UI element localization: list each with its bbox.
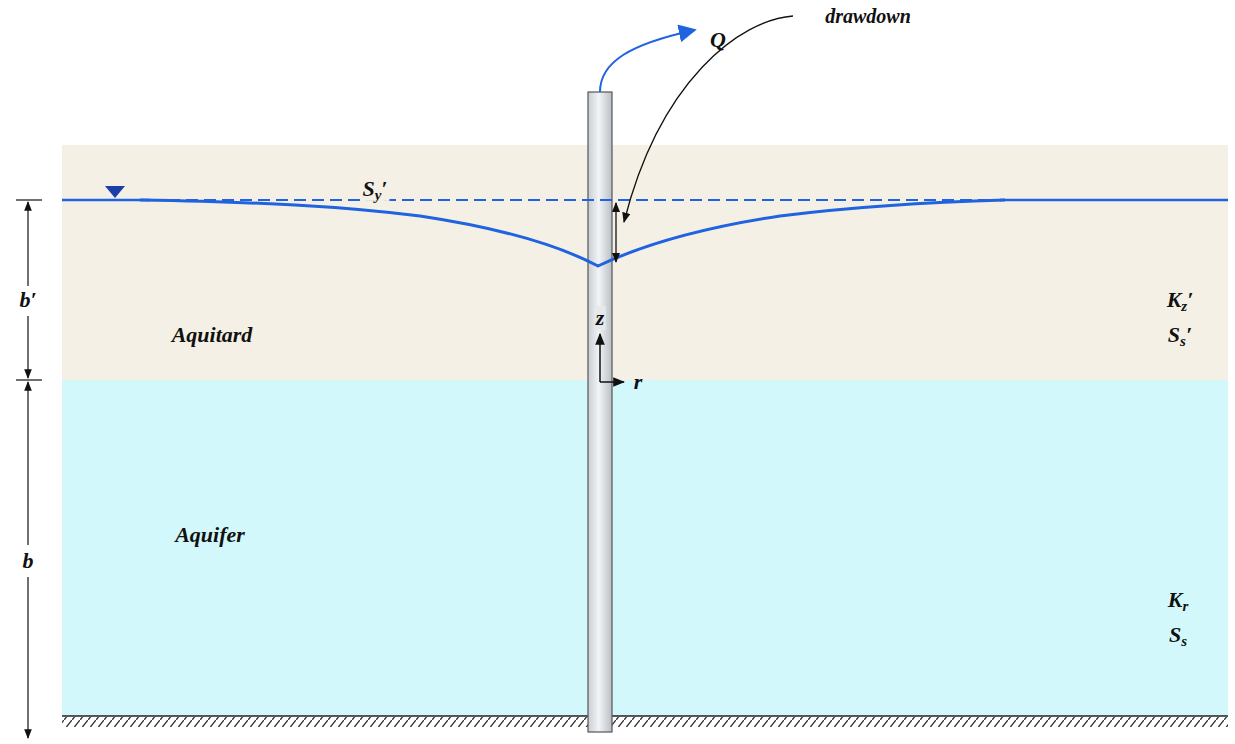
leader-line [624,16,793,222]
z-axis [599,334,601,382]
cone-of-depression [140,200,1005,266]
dimension-label: b′ [17,288,38,312]
discharge-symbol: Q [710,28,726,52]
drawdown-dimension [615,203,616,262]
dimension-arrow [27,577,28,738]
impermeable-base [62,717,1228,727]
aquitard-band [62,145,1228,380]
yield-symbol: Sy′ [360,177,389,201]
axis-label: r [634,370,643,394]
dimension-tick [16,199,42,200]
well-pipe [588,92,612,732]
dimension-label: b [21,549,36,573]
dimension-arrow [27,316,28,378]
aquifer-band [62,380,1228,716]
parameter-symbol: Kr [1168,588,1189,612]
parameter-symbol: Ss′ [1168,323,1192,347]
parameter-symbol: Ss [1169,623,1187,647]
aquitard-layer: Sy′ Aquitard Kz′ Ss′ [62,145,1228,380]
water-table [1000,199,1228,202]
initial-water-level [150,199,1000,201]
base-line [62,715,1228,717]
dimension-tick [16,379,42,380]
discharge-arrow [600,30,695,92]
layer-name: Aquitard [172,323,253,347]
water-table-symbol [105,186,125,198]
parameter-symbol: Kz′ [1167,288,1194,312]
water-table [62,199,150,202]
aquifer-layer: AquiferKrSs [62,380,1228,716]
r-axis [600,381,624,383]
dimension-arrow [27,202,28,286]
layer-name: Aquifer [175,523,245,547]
dimension-arrow [27,382,28,545]
axis-label: z [595,306,606,330]
callout-label: drawdown [823,5,913,27]
